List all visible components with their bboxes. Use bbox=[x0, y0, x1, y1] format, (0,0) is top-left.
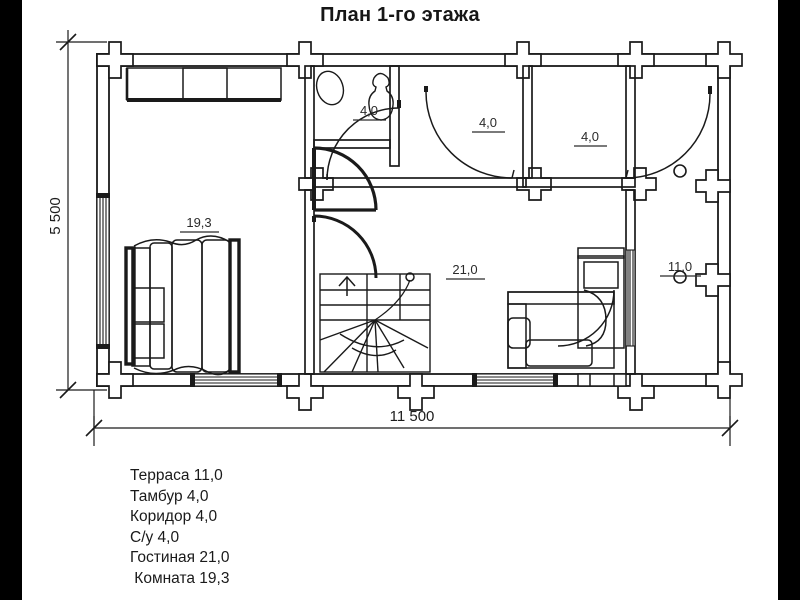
door-bedroom bbox=[312, 214, 378, 279]
kitchen-counter bbox=[125, 67, 282, 102]
entry-step bbox=[577, 373, 627, 387]
area-label-living-room: 21,0 bbox=[452, 262, 477, 277]
legend-list: Терраса 11,0 Тамбур 4,0 Коридор 4,0 С/у … bbox=[130, 466, 230, 590]
door-living bbox=[424, 86, 515, 179]
legend-row-corridor: Коридор 4,0 bbox=[130, 508, 218, 526]
stair-winders bbox=[319, 319, 429, 373]
doors bbox=[312, 86, 712, 347]
bed-furniture bbox=[124, 235, 241, 376]
area-label-terrace: 11,0 bbox=[668, 259, 692, 274]
door-tambour bbox=[625, 86, 712, 179]
door-bathroom bbox=[326, 100, 401, 181]
legend-row-living-room: Гостиная 21,0 bbox=[130, 549, 230, 567]
legend-row-bathroom: С/у 4,0 bbox=[130, 528, 180, 546]
stair-direction-arrow bbox=[338, 272, 415, 321]
area-label-bedroom: 19,3 bbox=[186, 215, 211, 230]
floor-plan-drawing: 4,0 4,0 4,0 11,0 21,0 19,3 11 500 5 bbox=[47, 30, 743, 446]
dimension-width-label: 11 500 bbox=[390, 408, 435, 425]
door-nook bbox=[557, 289, 615, 347]
staircase bbox=[319, 272, 431, 373]
bathroom-fixtures bbox=[315, 70, 394, 121]
terrace-posts bbox=[673, 164, 687, 284]
sofa-corner bbox=[507, 247, 625, 369]
log-notches bbox=[96, 41, 743, 411]
area-label-corridor: 4,0 bbox=[479, 115, 497, 130]
page-title: План 1-го этажа bbox=[320, 4, 480, 26]
dimension-height-label: 5 500 bbox=[47, 197, 64, 235]
legend-row-tambour: Тамбур 4,0 bbox=[130, 487, 209, 505]
windows bbox=[96, 193, 636, 387]
legend-row-terrace: Терраса 11,0 bbox=[130, 467, 223, 484]
area-labels: 4,0 4,0 4,0 11,0 21,0 19,3 bbox=[180, 103, 701, 280]
legend-row-bedroom: Комната 19,3 bbox=[130, 569, 230, 587]
drawing-sheet: План 1-го этажа bbox=[22, 0, 778, 600]
door-shower bbox=[312, 146, 378, 212]
area-label-bathroom: 4,0 bbox=[360, 103, 378, 118]
area-label-tambour: 4,0 bbox=[581, 129, 599, 144]
